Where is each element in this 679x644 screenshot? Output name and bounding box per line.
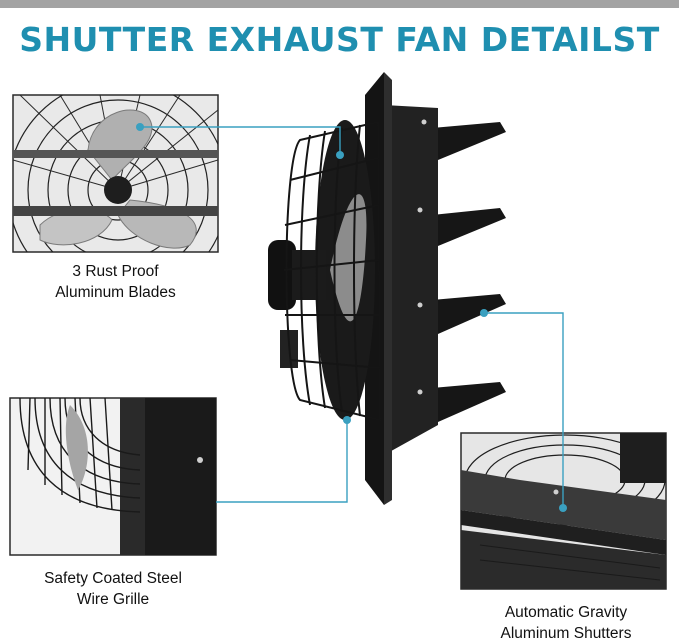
caption-line: Aluminum Shutters: [500, 625, 632, 642]
page-title: SHUTTER EXHAUST FAN DETAILST: [19, 20, 660, 59]
caption-line: 3 Rust Proof: [72, 263, 159, 280]
caption-line: Aluminum Blades: [55, 284, 176, 301]
main-fan-image: [268, 72, 506, 505]
callout-dots: [136, 123, 567, 512]
caption-line: Automatic Gravity: [504, 604, 628, 621]
callout-caption-shutters: Automatic Gravity Aluminum Shutters: [461, 602, 671, 644]
inset-aluminum-blades: [12, 94, 219, 253]
top-divider-bar: [0, 0, 679, 8]
callout-caption-grille: Safety Coated Steel Wire Grille: [10, 568, 216, 610]
callout-caption-blades: 3 Rust Proof Aluminum Blades: [13, 261, 218, 303]
inset-wire-grille: [9, 397, 217, 556]
callout-lines: [140, 126, 564, 508]
caption-line: Wire Grille: [76, 591, 150, 608]
caption-line: Safety Coated Steel: [44, 570, 182, 587]
shutter-flaps: [432, 122, 506, 422]
wire-grille: [283, 120, 382, 422]
